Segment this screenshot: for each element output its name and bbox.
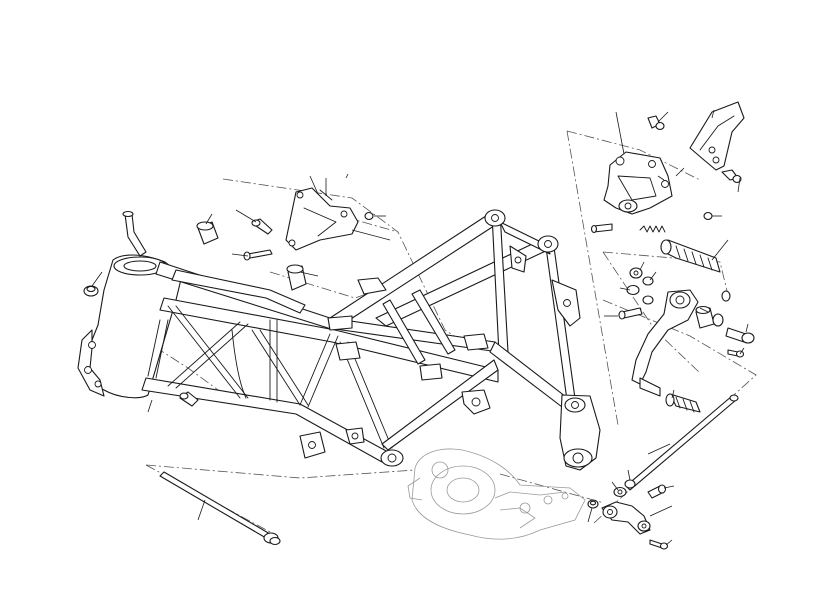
bolt-lever-pivot: [725, 327, 755, 344]
nut-bracket-center: [364, 211, 374, 221]
rearset-parts: [587, 101, 755, 550]
screw-small-right: [727, 349, 745, 358]
rod-end-b: [624, 479, 636, 489]
nut-a: [626, 284, 640, 296]
bracket-plate-center: [285, 187, 359, 251]
screw-heel-guard-top: [647, 115, 665, 131]
callout-leader-lines: [91, 109, 749, 546]
nut-linkage: [587, 499, 599, 509]
bolt-bracket-a: [251, 218, 273, 235]
left-loose-parts: [83, 187, 374, 546]
screw-heel-guard-side: [721, 169, 742, 184]
nut-b: [642, 295, 654, 305]
nut-left: [83, 285, 99, 297]
rod-end-a: [613, 486, 627, 498]
bushing-right: [695, 305, 715, 329]
shift-rod: [625, 394, 739, 491]
rear-lever: [631, 289, 699, 397]
engine-case-ghost: [407, 448, 586, 540]
nut-bracket-right: [703, 211, 713, 221]
bolt-bracket-b: [243, 249, 273, 261]
footpeg-spring: [639, 225, 666, 233]
washer-c: [721, 290, 731, 302]
trellis-frame: [77, 209, 601, 471]
linkage-lever: [601, 501, 651, 535]
bolt-small-a: [618, 307, 643, 320]
bolt-linkage: [647, 484, 667, 499]
long-pivot-bolt: [159, 471, 281, 546]
bushing-upper: [196, 221, 219, 245]
screw-linkage-lower: [649, 539, 669, 550]
footpeg-rubber: [660, 239, 721, 273]
bushing-middle: [286, 264, 307, 291]
lever-peg: [665, 393, 701, 413]
heel-guard: [689, 101, 745, 171]
o-ring: [712, 313, 724, 327]
bolt-lower-left: [179, 391, 199, 407]
washer-a: [629, 267, 643, 279]
pin-bracket: [590, 223, 613, 234]
footpeg-bracket: [603, 151, 673, 215]
